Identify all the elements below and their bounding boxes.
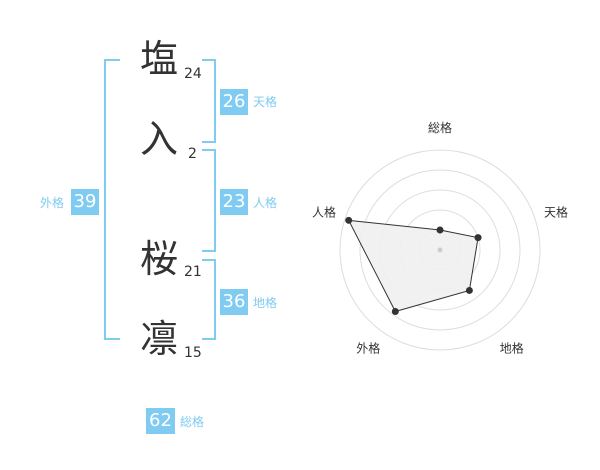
radar-point xyxy=(345,216,353,224)
radar-axis-label: 総格 xyxy=(428,120,452,135)
chikaku-label: 地格 xyxy=(253,296,278,310)
radar-axis-label: 天格 xyxy=(544,204,568,219)
tenkaku-label: 天格 xyxy=(253,95,278,109)
radar-axis-label: 地格 xyxy=(500,341,524,356)
soukaku-value: 62 xyxy=(146,408,175,434)
name-char-2: 入 xyxy=(140,117,179,161)
gaikaku-label: 外格 xyxy=(40,196,65,210)
stroke-count-2: 2 xyxy=(188,146,197,162)
tenkaku-bracket xyxy=(202,59,216,143)
radar-point xyxy=(474,234,482,242)
jinkaku-label: 人格 xyxy=(253,196,278,210)
radar-center xyxy=(437,247,443,253)
gaikaku-bracket xyxy=(104,59,120,340)
radar-area xyxy=(347,219,479,313)
radar-axis-label: 人格 xyxy=(312,204,336,219)
name-char-4: 凛 xyxy=(140,317,179,361)
radar-point xyxy=(465,286,473,294)
radar-ring xyxy=(339,149,541,351)
chikaku-value: 36 xyxy=(220,289,248,315)
stroke-count-4: 15 xyxy=(184,345,202,361)
stroke-count-3: 21 xyxy=(184,264,202,280)
name-char-3: 桜 xyxy=(140,237,179,281)
gaikaku-value: 39 xyxy=(71,189,99,215)
jinkaku-bracket xyxy=(202,149,216,252)
name-char-1: 塩 xyxy=(140,37,179,81)
jinkaku-value: 23 xyxy=(220,189,248,215)
stroke-count-1: 24 xyxy=(184,66,202,82)
radar-point xyxy=(391,307,399,315)
radar-axis-label: 外格 xyxy=(356,341,380,356)
radar-point xyxy=(436,226,444,234)
chikaku-bracket xyxy=(202,259,216,340)
soukaku-label: 総格 xyxy=(180,415,205,429)
radar-ring xyxy=(359,169,521,331)
tenkaku-value: 26 xyxy=(220,89,248,115)
